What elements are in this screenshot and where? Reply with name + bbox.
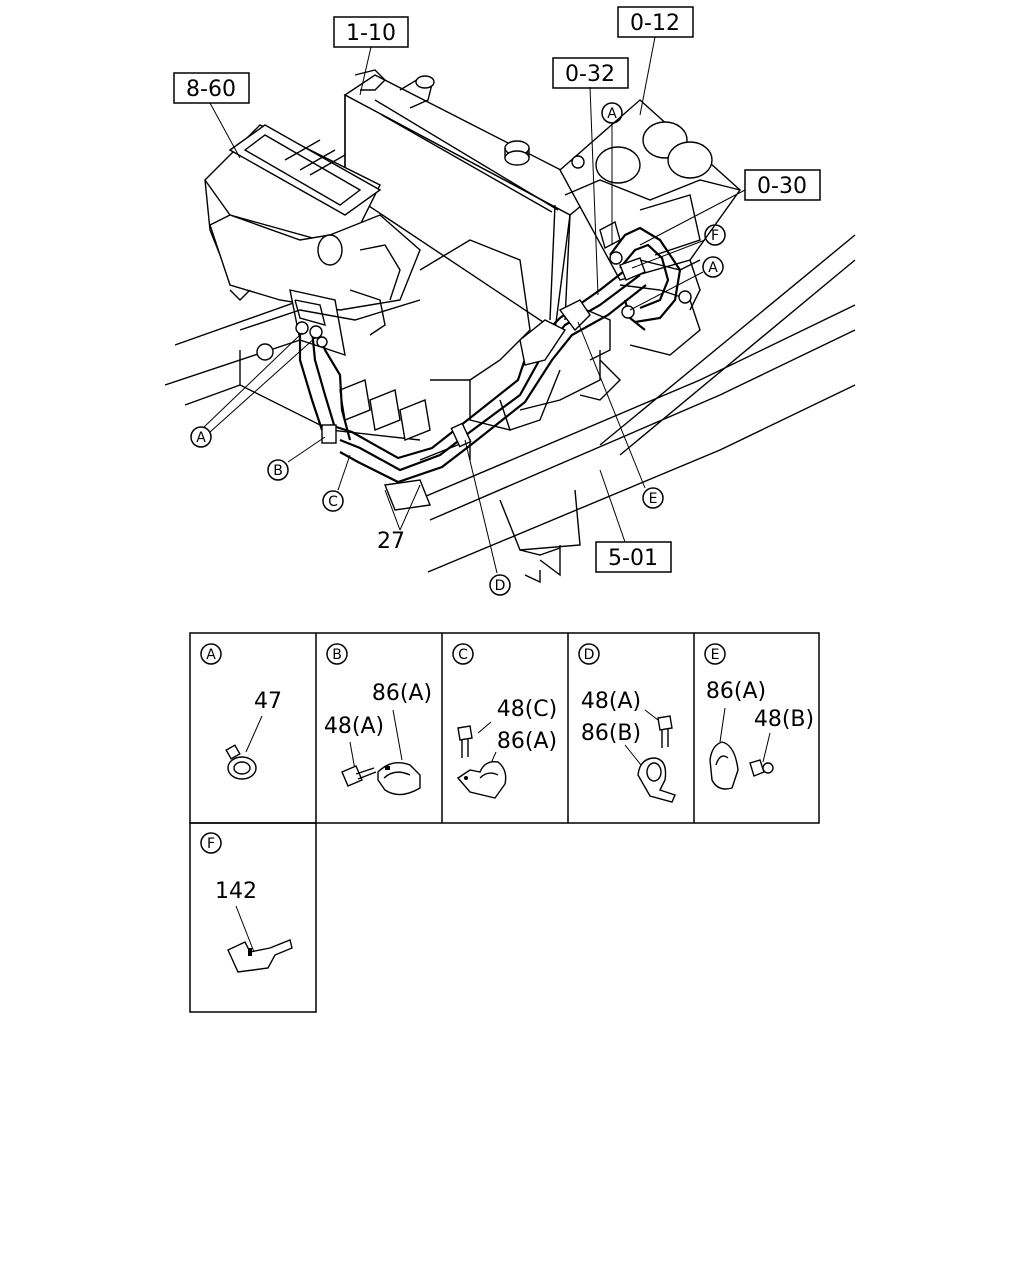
- callout-b: B: [267, 459, 289, 481]
- part-number: 47: [254, 689, 282, 714]
- callout-letter: D: [495, 578, 506, 594]
- ref-box-5-01: 5-01: [595, 541, 672, 573]
- callout-letter: A: [607, 106, 617, 122]
- part-number: 86(A): [372, 681, 432, 706]
- ref-box-8-60: 8-60: [173, 72, 250, 104]
- callout-letter: A: [196, 430, 206, 446]
- hose-clamp-icon: [225, 744, 257, 780]
- chassis-frame: [164, 234, 856, 584]
- part-number: 86(B): [581, 721, 641, 746]
- callout-a-right: A: [702, 256, 724, 278]
- part-number-27: 27: [377, 529, 405, 554]
- detail-letter: E: [711, 647, 720, 663]
- detail-f: F 142: [200, 832, 293, 973]
- detail-letter: B: [332, 647, 342, 663]
- heater-hoses: [295, 220, 682, 511]
- ref-label: 0-32: [565, 62, 615, 87]
- detail-letter: D: [584, 647, 595, 663]
- callout-letter: A: [708, 260, 718, 276]
- part-number: 86(A): [706, 679, 766, 704]
- leader-lines: [202, 36, 746, 574]
- detail-e: E 86(A) 48(B): [704, 643, 814, 790]
- ref-box-1-10: 1-10: [333, 16, 409, 48]
- ref-label: 1-10: [346, 21, 396, 46]
- detail-letter: A: [206, 647, 216, 663]
- ref-box-0-30: 0-30: [744, 169, 821, 201]
- detail-a: A 47: [200, 643, 282, 780]
- bolt-icon: [657, 715, 673, 748]
- bolt-icon: [341, 765, 377, 787]
- callout-c: C: [322, 490, 344, 512]
- part-number: 48(A): [581, 689, 641, 714]
- lower-engine: [239, 239, 601, 441]
- p-clamp-icon: [709, 741, 739, 790]
- ref-label: 8-60: [186, 77, 236, 102]
- callout-a-top: A: [601, 102, 623, 124]
- clip-clamp-icon: [456, 761, 507, 799]
- detail-table: [189, 632, 820, 1013]
- callout-f: F: [704, 224, 726, 246]
- part-number: 48(A): [324, 714, 384, 739]
- part-number: 48(B): [754, 707, 814, 732]
- callout-d: D: [489, 574, 511, 596]
- callout-letter: C: [328, 494, 338, 510]
- ref-box-0-32: 0-32: [552, 57, 629, 89]
- detail-letter: F: [207, 836, 215, 852]
- p-clamp-icon: [637, 757, 676, 803]
- heater-unit: [204, 124, 421, 357]
- detail-letter: C: [458, 647, 468, 663]
- detail-c: C 48(C) 86(A): [452, 643, 558, 799]
- ref-label: 5-01: [608, 546, 658, 571]
- detail-d: D 48(A) 86(B): [578, 643, 676, 803]
- bolt-icon: [749, 759, 774, 777]
- clip-clamp-icon: [377, 762, 421, 796]
- engine-block: [559, 99, 741, 401]
- bracket-icon: [227, 939, 293, 973]
- callout-letter: E: [649, 491, 658, 507]
- callout-e: E: [642, 487, 664, 509]
- part-number: 86(A): [497, 729, 557, 754]
- callout-a-left: A: [190, 426, 212, 448]
- ref-label: 0-12: [630, 11, 680, 36]
- detail-b: B 86(A) 48(A): [324, 643, 432, 796]
- callout-letter: B: [273, 463, 283, 479]
- bolt-icon: [457, 725, 473, 758]
- assembly-illustration: [164, 36, 856, 584]
- part-number: 48(C): [497, 697, 558, 722]
- ref-label: 0-30: [757, 174, 807, 199]
- callout-letter: F: [711, 228, 719, 244]
- part-number: 142: [215, 879, 257, 904]
- ref-box-0-12: 0-12: [617, 6, 694, 38]
